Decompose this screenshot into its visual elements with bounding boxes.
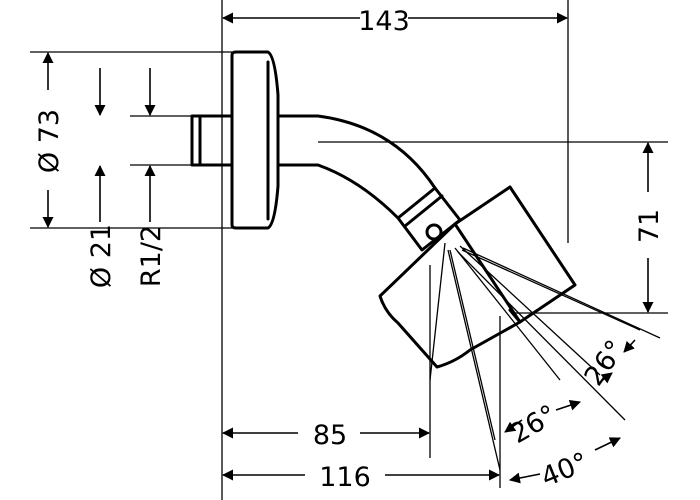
dimension-diameter-21-label: Ø 21 — [86, 224, 117, 288]
dimension-85-label: 85 — [313, 420, 347, 451]
ball-joint — [396, 186, 462, 252]
wall-flange — [230, 50, 280, 230]
extension-lines — [30, 0, 668, 500]
dimension-143-label: 143 — [358, 6, 410, 37]
dimension-thread-label: R1/2 — [136, 225, 167, 287]
shower-head — [378, 185, 577, 369]
spray-pattern — [429, 242, 661, 471]
angle-40-label: 40° — [537, 447, 593, 494]
dimension-diameter-73-label: Ø 73 — [34, 109, 65, 173]
pipe-stub — [190, 114, 234, 167]
dimension-116-label: 116 — [319, 462, 371, 493]
dimension-71-label: 71 — [634, 209, 665, 243]
shower-arm — [276, 114, 437, 220]
angle-dimensions — [504, 339, 636, 484]
angle-26-label-upper: 26° — [579, 335, 632, 392]
angle-26-label-lower: 26° — [505, 399, 562, 450]
